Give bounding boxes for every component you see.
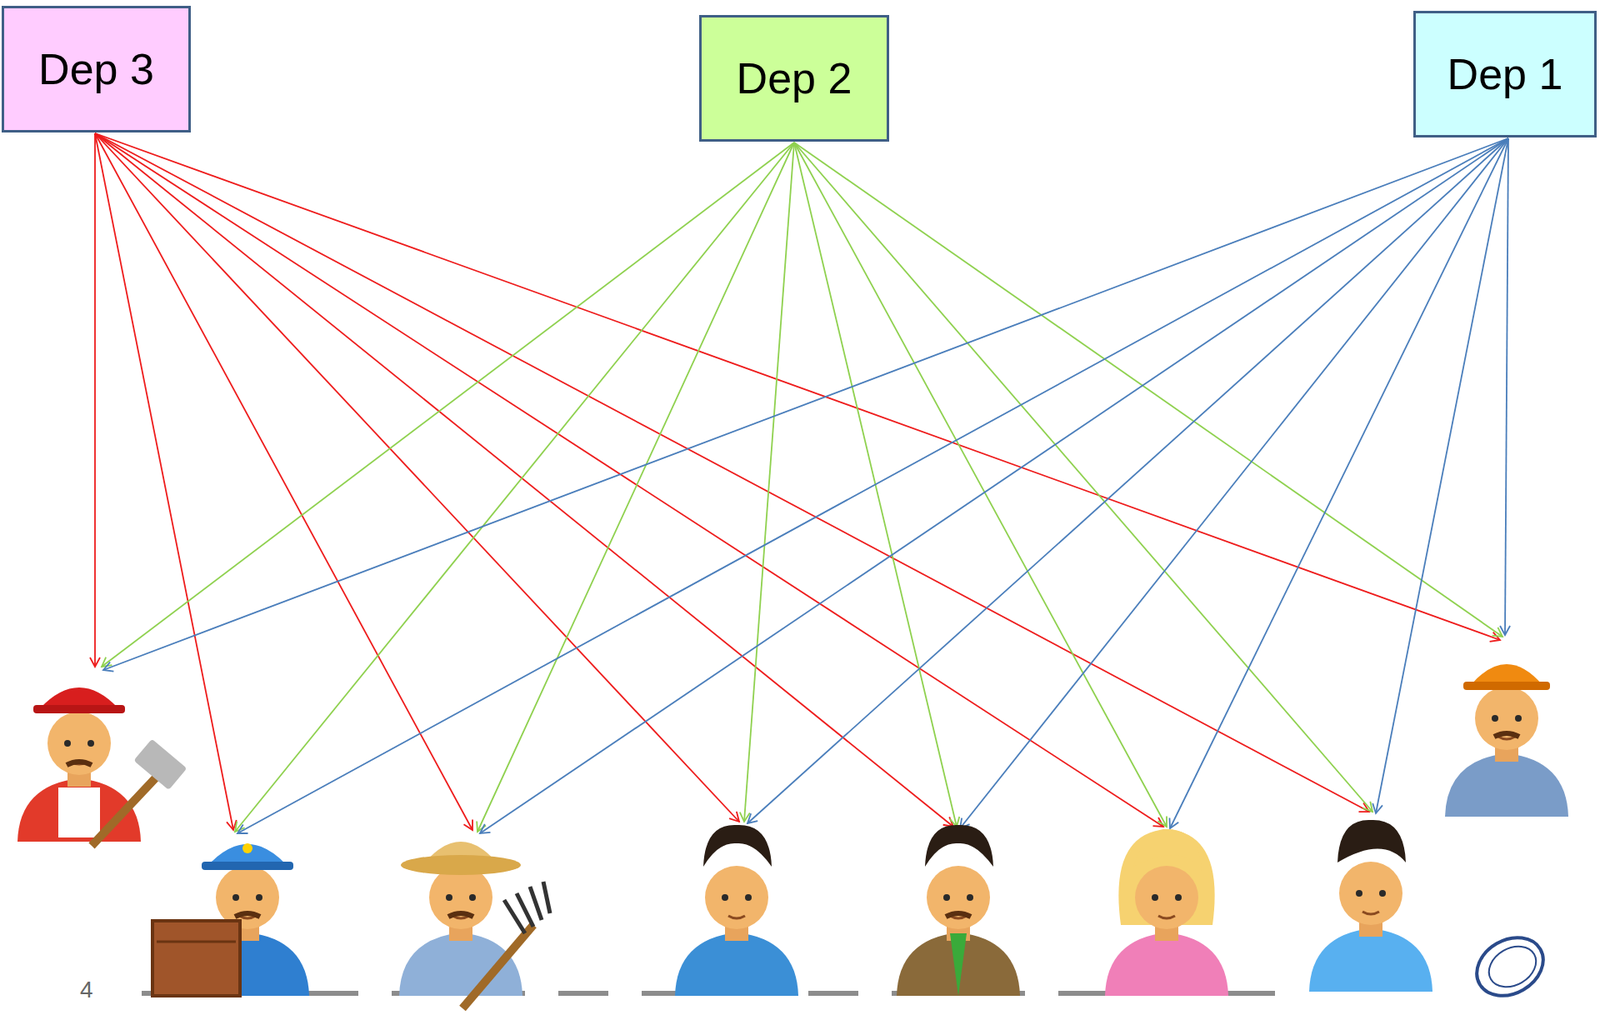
- department-box: Dep 3: [1, 5, 191, 133]
- department-box: Dep 1: [1413, 10, 1597, 138]
- box-label: Dep 1: [1447, 49, 1564, 100]
- green-arrows: [101, 142, 1503, 832]
- red-arrows: [95, 133, 1500, 830]
- page-number: 4: [80, 976, 94, 1004]
- logo: [1466, 925, 1555, 1007]
- box-label: Dep 3: [38, 44, 155, 95]
- people: [17, 664, 1569, 1009]
- blue-arrows: [103, 138, 1509, 834]
- department-box: Dep 2: [699, 15, 890, 142]
- box-label: Dep 2: [736, 53, 853, 104]
